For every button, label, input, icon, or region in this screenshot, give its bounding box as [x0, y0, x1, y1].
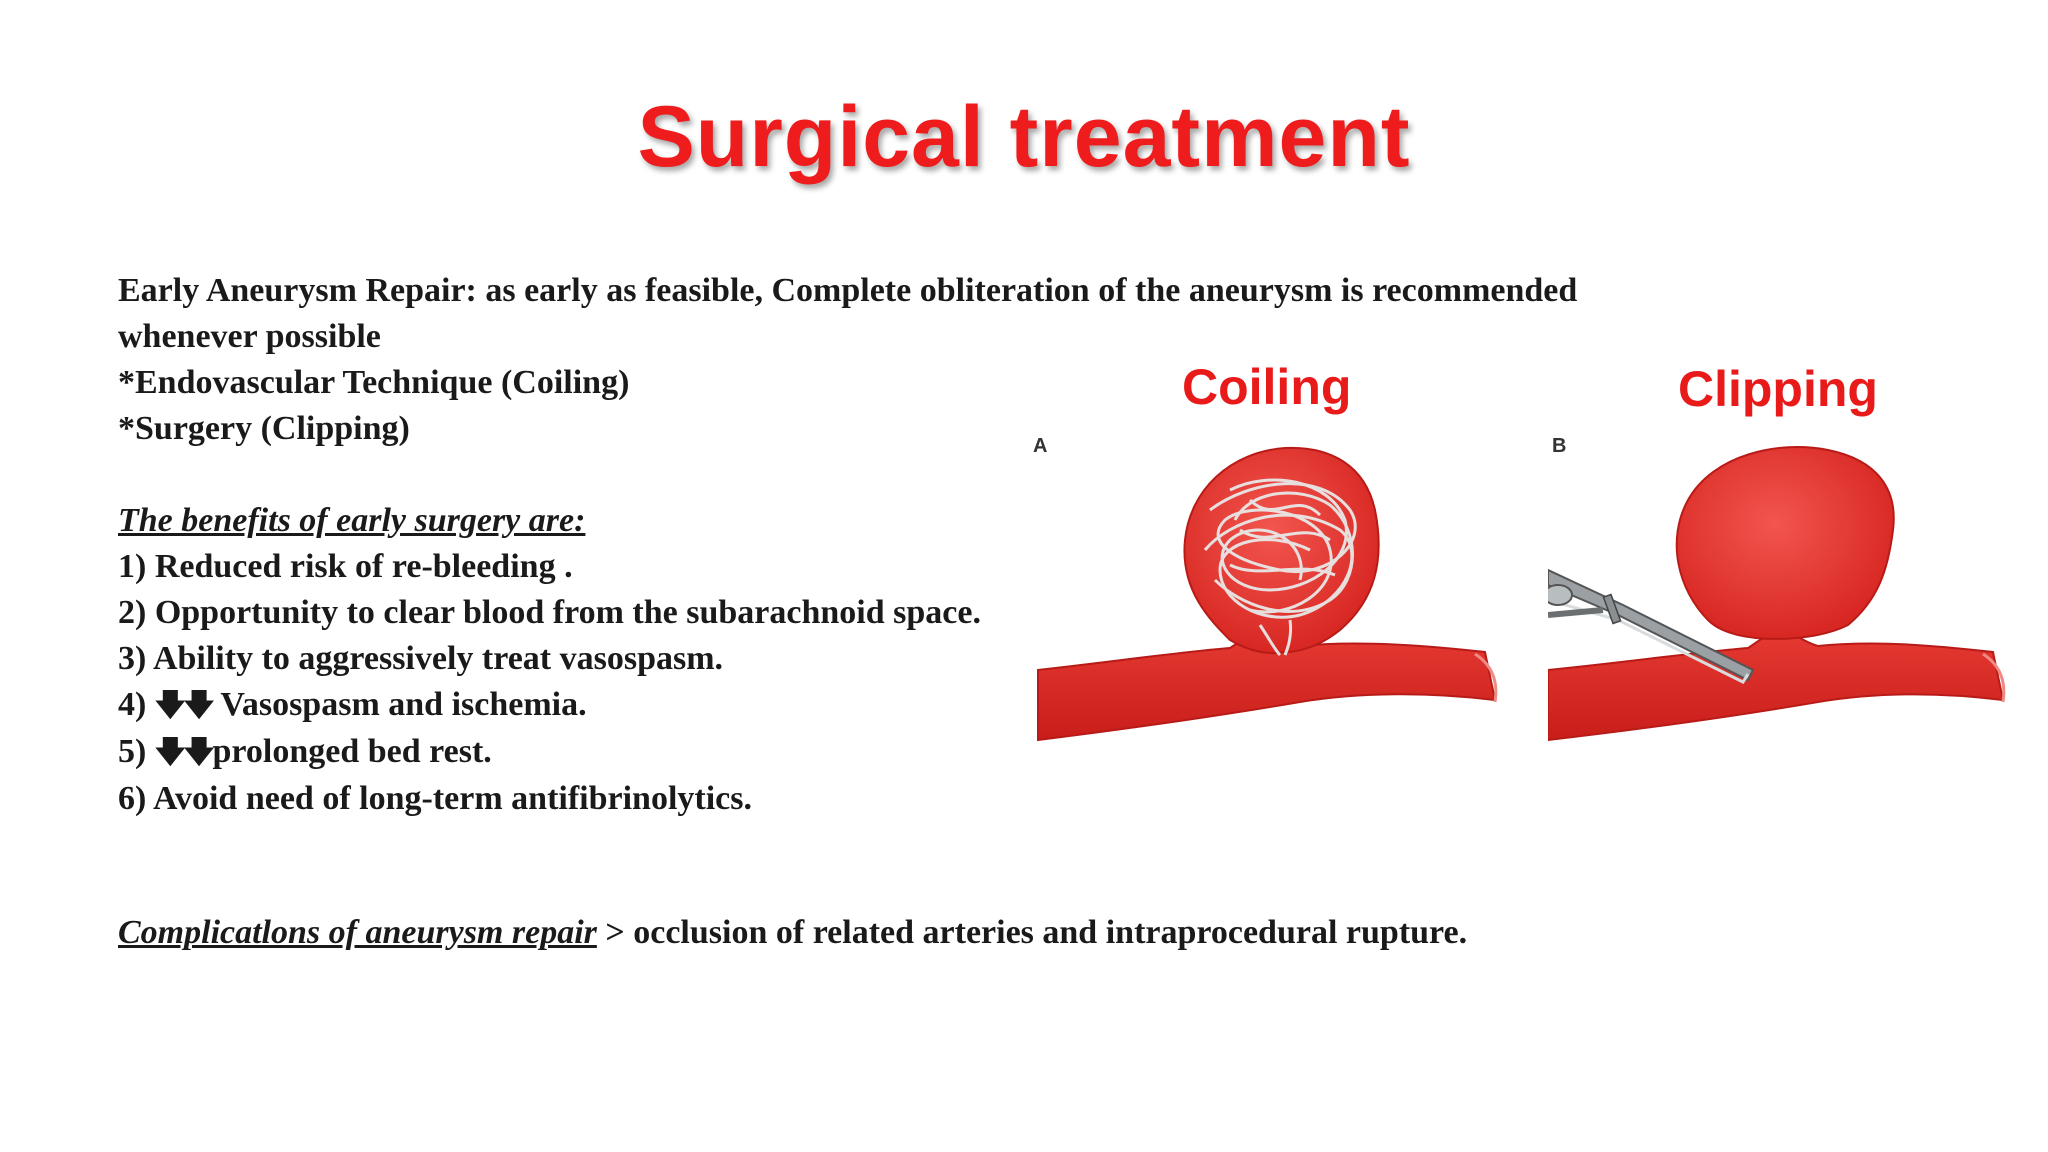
body-text: Early Aneurysm Repair: as early as feasi…: [118, 268, 1818, 822]
benefit-item: 3) Ability to aggressively treat vasospa…: [118, 640, 724, 677]
benefit-item-text: Vasospasm and ischemia.: [220, 686, 587, 723]
vessel: [1548, 628, 2005, 742]
complications-text: > occlusion of related arteries and intr…: [596, 914, 1468, 951]
intro-line-clipping: *Surgery (Clipping): [118, 410, 410, 447]
intro-line-2: whenever possible: [118, 318, 381, 355]
vessel: [1037, 628, 1497, 742]
complications-heading: Complicatlons of aneurysm repair: [118, 914, 597, 951]
coiling-label: Coiling: [1182, 359, 1352, 415]
vessel-end: [1982, 652, 2006, 703]
benefit-item: 1) Reduced risk of re-bleeding .: [118, 548, 573, 585]
coil-mass: [1203, 478, 1357, 657]
aneurysm-sac: [1675, 446, 1895, 640]
slide-title: Surgical treatment: [637, 89, 1411, 185]
clipping-illustration: [1548, 446, 2006, 742]
clip-icon: [1548, 568, 1755, 684]
complications-line: Complicatlons of aneurysm repair > occlu…: [118, 914, 1467, 952]
intro-line-1: Early Aneurysm Repair: as early as feasi…: [118, 272, 1578, 309]
benefit-item: 4) 🡇🡇 Vasospasm and ischemia.: [118, 682, 1818, 729]
benefits-heading: The benefits of early surgery are:: [118, 502, 586, 539]
benefit-item: 6) Avoid need of long-term antifibrinoly…: [118, 780, 752, 817]
panel-b-label: B: [1552, 435, 1567, 457]
vessel-end: [1474, 652, 1498, 703]
benefit-item-number: 4): [118, 686, 155, 723]
intro-line-coiling: *Endovascular Technique (Coiling): [118, 364, 630, 401]
benefit-item-text: prolonged bed rest.: [212, 733, 492, 770]
benefit-item: 2) Opportunity to clear blood from the s…: [118, 594, 981, 631]
clipping-label: Clipping: [1678, 361, 1878, 417]
benefit-item-number: 5): [118, 733, 155, 770]
benefit-item: 5) 🡇🡇prolonged bed rest.: [118, 729, 1818, 776]
down-arrows-icon: 🡇🡇: [154, 689, 215, 722]
coiling-illustration: [1037, 446, 1498, 742]
aneurysm-sac: [1183, 446, 1380, 655]
panel-a-label: A: [1033, 435, 1048, 457]
down-arrows-icon: 🡇🡇: [154, 736, 215, 769]
